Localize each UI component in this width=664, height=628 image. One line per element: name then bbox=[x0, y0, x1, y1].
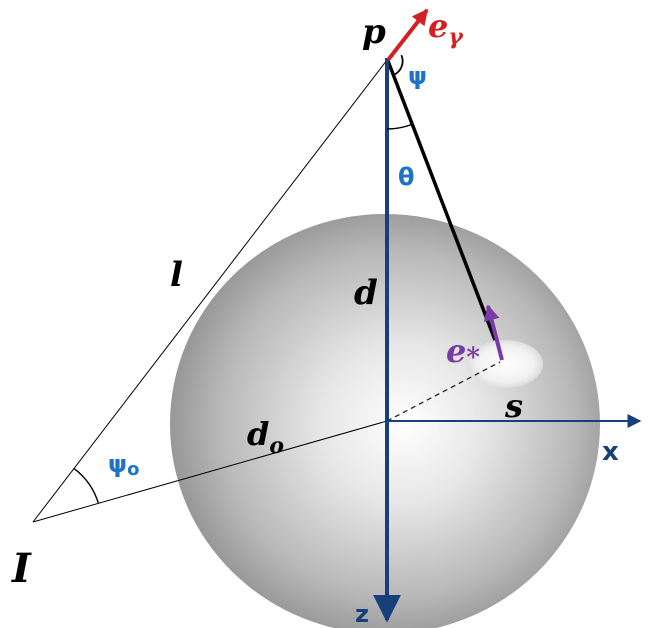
label-e-star: e* bbox=[446, 332, 480, 373]
label-p: p bbox=[362, 12, 386, 52]
label-theta: θ bbox=[398, 163, 415, 191]
label-d: d bbox=[354, 273, 378, 313]
label-e-gamma: eγ bbox=[428, 7, 464, 50]
label-s: s bbox=[504, 387, 523, 425]
psi-o-angle-arc bbox=[73, 467, 100, 504]
photon-ray-line bbox=[386, 60, 497, 341]
e-gamma-vector-arrow bbox=[386, 8, 429, 62]
label-psi-o: ψo bbox=[108, 450, 139, 480]
line-d-o bbox=[32, 420, 388, 523]
label-d-o: do bbox=[247, 415, 284, 459]
center-to-spot-dashed-line bbox=[386, 361, 501, 422]
emission-spot bbox=[467, 340, 543, 388]
label-x-axis: x bbox=[602, 437, 619, 467]
theta-angle-arc bbox=[386, 123, 413, 130]
line-l bbox=[32, 59, 388, 523]
label-psi: ψ bbox=[408, 62, 427, 90]
label-l: l bbox=[170, 255, 183, 295]
label-z-axis: z bbox=[355, 600, 369, 628]
psi-angle-arc bbox=[393, 54, 404, 76]
e-star-vector-arrow bbox=[483, 304, 504, 361]
label-I: I bbox=[11, 545, 32, 592]
